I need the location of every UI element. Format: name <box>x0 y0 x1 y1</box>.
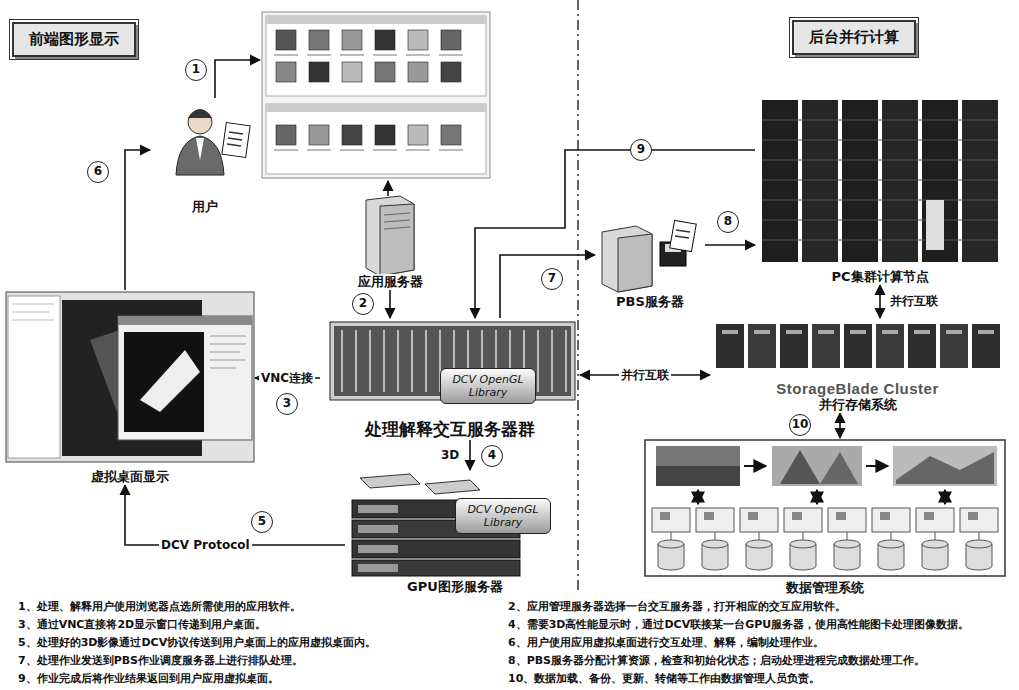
footnote: 8、PBS服务器分配计算资源，检查和初始化状态；启动处理进程完成数据处理工作。 <box>508 654 925 668</box>
connector <box>389 290 391 318</box>
node-label: GPU图形服务器 <box>404 579 506 595</box>
edge-label: 3D <box>439 448 461 463</box>
node-label: 前端图形显示 <box>29 30 119 49</box>
node-label: PBS服务器 <box>613 294 687 310</box>
library-box: DCV OpenGL Library <box>455 498 551 534</box>
node-label: 处理解释交互服务器群 <box>362 419 538 440</box>
edge-label: 并行互联 <box>619 368 671 383</box>
connector <box>879 285 881 318</box>
desktop-node: 虚拟桌面显示 <box>5 290 255 485</box>
user-figure <box>176 109 250 175</box>
footnote: 3、通过VNC直接将2D显示窗口传递到用户桌面。 <box>18 618 266 632</box>
node-label: 用户 <box>189 199 221 215</box>
data-management-panel <box>645 440 1005 576</box>
callout-number: 7 <box>541 268 563 290</box>
connector <box>839 413 841 438</box>
section-banner: 前端图形显示 <box>12 22 136 57</box>
node-label: 应用服务器 <box>355 274 426 290</box>
callout-number: 6 <box>87 161 109 183</box>
connector <box>705 244 755 246</box>
gpu-node: GPU图形服务器 DCV OpenGL Library <box>345 470 565 595</box>
footnote: 1、处理、解释用户使用浏览器点选所需使用的应用软件。 <box>18 600 301 614</box>
connector <box>475 150 755 318</box>
server-tower <box>366 196 414 276</box>
callout-number: 5 <box>251 511 273 533</box>
node-label: DCV OpenGL Library <box>460 503 546 529</box>
cluster-node: PC集群计算节点 <box>755 95 1005 285</box>
callout-number: 10 <box>789 414 811 436</box>
pbs-server <box>602 220 696 292</box>
callout-number: 4 <box>481 445 503 467</box>
footnote: 7、处理作业发送到PBS作业调度服务器上进行排队处理。 <box>18 654 303 668</box>
connector <box>500 255 595 318</box>
node-label: DCV OpenGL Library <box>445 373 531 399</box>
callout-number: 1 <box>185 59 207 81</box>
app-window <box>262 12 490 178</box>
callout-number: 8 <box>717 211 739 233</box>
desktop-screenshot <box>6 292 254 462</box>
connector <box>469 440 471 470</box>
footnote: 5、处理好的3D影像通过DCV协议传送到用户桌面上的应用虚拟桌面内。 <box>18 636 376 650</box>
node-label: 并行存储系统 <box>816 397 900 413</box>
user-node: 用户 <box>150 95 260 215</box>
scheduler-node: PBS服务器 <box>595 220 705 310</box>
callout-number: 2 <box>352 293 374 315</box>
data-system-node: 数据管理系统 <box>640 438 1010 596</box>
server-group: 处理解释交互服务器群 DCV OpenGL Library <box>320 318 580 440</box>
callout-number: 9 <box>630 139 652 161</box>
callout-number: 3 <box>276 393 298 415</box>
node-label: StorageBlade Cluster <box>773 381 942 397</box>
node-label: 虚拟桌面显示 <box>88 469 172 485</box>
footnote: 10、数据加载、备份、更新、转储等工作由数据管理人员负责。 <box>508 672 820 686</box>
footnote: 9、作业完成后将作业结果返回到用户应用虚拟桌面。 <box>18 672 279 686</box>
edge-label: DCV Protocol <box>159 538 252 553</box>
edge-label: 并行互联 <box>888 294 940 309</box>
node-label: 后台并行计算 <box>809 28 899 47</box>
node-label: 数据管理系统 <box>783 580 867 596</box>
connector <box>125 150 150 290</box>
node-label: PC集群计算节点 <box>828 269 931 285</box>
section-banner: 后台并行计算 <box>792 20 916 55</box>
cluster-racks <box>762 100 998 262</box>
footnote: 2、应用管理服务器选择一台交互服务器，打开相应的交互应用软件。 <box>508 600 846 614</box>
edge-label: VNC连接 <box>259 371 315 386</box>
server-node: 应用服务器 <box>335 192 445 290</box>
storage-blades <box>716 324 1000 368</box>
storage-node: StorageBlade Cluster并行存储系统 <box>710 318 1005 413</box>
library-box: DCV OpenGL Library <box>440 368 536 404</box>
footnote: 6、用户使用应用虚拟桌面进行交互处理、解释，编制处理作业。 <box>508 636 824 650</box>
connector <box>125 485 345 545</box>
footnote: 4、需要3D高性能显示时，通过DCV联接某一台GPU服务器，使用高性能图卡处理图… <box>508 618 969 632</box>
